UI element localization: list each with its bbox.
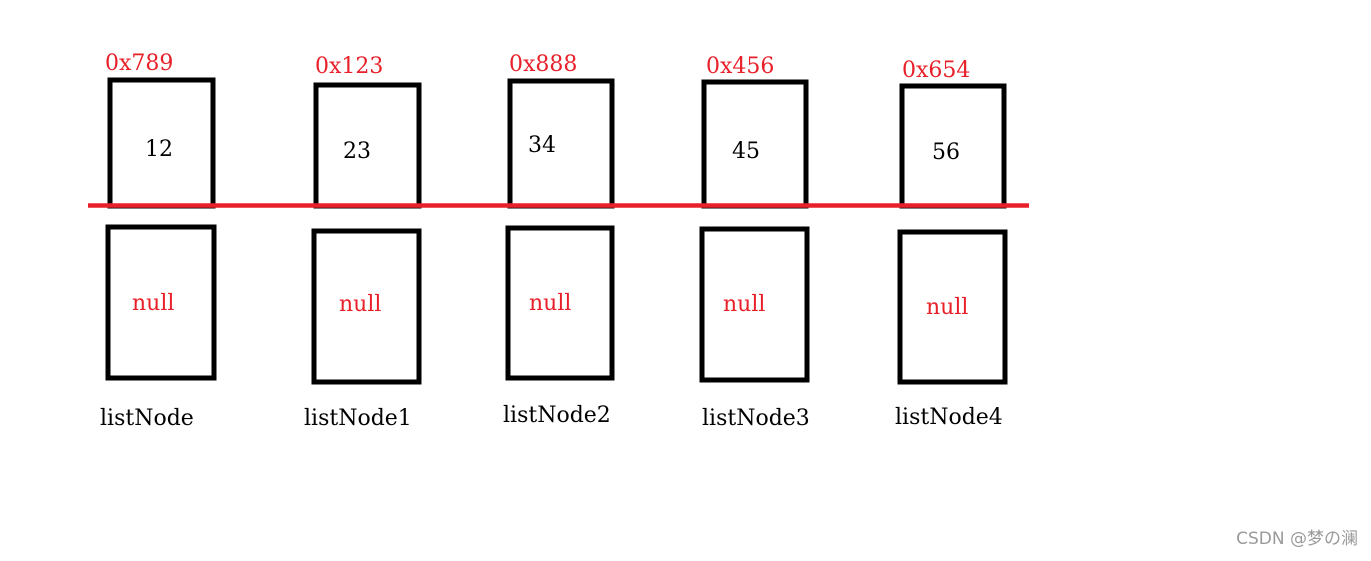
node-next-cell — [311, 228, 422, 385]
node-label: listNode1 — [304, 406, 412, 431]
node-value: 34 — [528, 133, 556, 158]
list-node: 0x789 12 null listNode — [100, 51, 217, 431]
node-value: 45 — [732, 139, 760, 164]
node-address: 0x888 — [509, 52, 577, 77]
node-label: listNode2 — [503, 403, 611, 428]
node-label: listNode4 — [895, 405, 1003, 430]
list-node: 0x654 56 null listNode4 — [895, 58, 1008, 430]
node-next-cell — [699, 226, 810, 383]
node-address: 0x123 — [315, 54, 383, 79]
node-next-pointer: null — [529, 291, 571, 316]
node-address: 0x456 — [706, 54, 774, 79]
node-value: 12 — [145, 137, 173, 162]
node-next-cell — [897, 229, 1008, 385]
node-label: listNode3 — [702, 406, 810, 431]
node-label: listNode — [100, 406, 194, 431]
list-node: 0x456 45 null listNode3 — [699, 54, 810, 431]
node-value-cell — [507, 78, 615, 209]
node-next-cell — [105, 224, 217, 381]
list-node: 0x888 34 null listNode2 — [503, 52, 615, 428]
node-value: 23 — [343, 139, 371, 164]
node-value: 56 — [932, 140, 960, 165]
node-next-pointer: null — [723, 292, 765, 317]
node-next-pointer: null — [339, 292, 381, 317]
node-next-cell — [505, 225, 615, 381]
watermark: CSDN @梦の澜 — [1236, 529, 1358, 549]
node-next-pointer: null — [132, 291, 174, 316]
node-address: 0x789 — [105, 51, 173, 76]
node-next-pointer: null — [926, 295, 968, 320]
node-address: 0x654 — [902, 58, 970, 83]
list-node: 0x123 23 null listNode1 — [304, 54, 422, 431]
